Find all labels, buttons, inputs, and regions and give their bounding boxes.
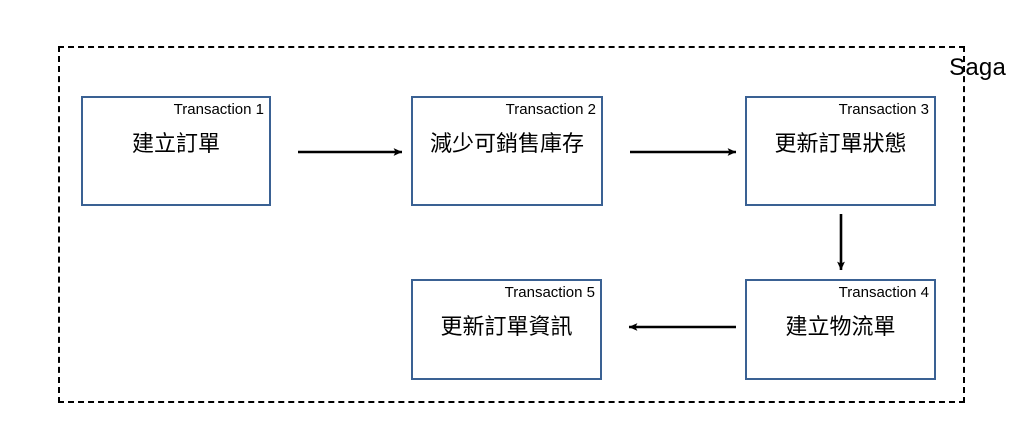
transaction-1-title: 建立訂單 bbox=[131, 131, 220, 156]
transaction-2-label: Transaction 2 bbox=[505, 101, 596, 118]
transaction-box-1[interactable]: Transaction 1 建立訂單 bbox=[81, 96, 271, 206]
transaction-box-5[interactable]: Transaction 5 更新訂單資訊 bbox=[411, 279, 602, 380]
transaction-1-label: Transaction 1 bbox=[173, 101, 264, 118]
transaction-4-title: 建立物流單 bbox=[785, 314, 896, 339]
transaction-3-label: Transaction 3 bbox=[838, 101, 929, 118]
transaction-box-2[interactable]: Transaction 2 減少可銷售庫存 bbox=[411, 96, 603, 206]
transaction-2-title: 減少可銷售庫存 bbox=[429, 131, 584, 156]
transaction-5-label: Transaction 5 bbox=[504, 284, 595, 301]
saga-label: Saga bbox=[949, 54, 1006, 81]
transaction-box-4[interactable]: Transaction 4 建立物流單 bbox=[745, 279, 936, 380]
saga-boundary bbox=[58, 46, 965, 403]
transaction-box-3[interactable]: Transaction 3 更新訂單狀態 bbox=[745, 96, 936, 206]
transaction-3-title: 更新訂單狀態 bbox=[774, 131, 907, 156]
transaction-4-label: Transaction 4 bbox=[838, 284, 929, 301]
transaction-5-title: 更新訂單資訊 bbox=[440, 314, 573, 339]
